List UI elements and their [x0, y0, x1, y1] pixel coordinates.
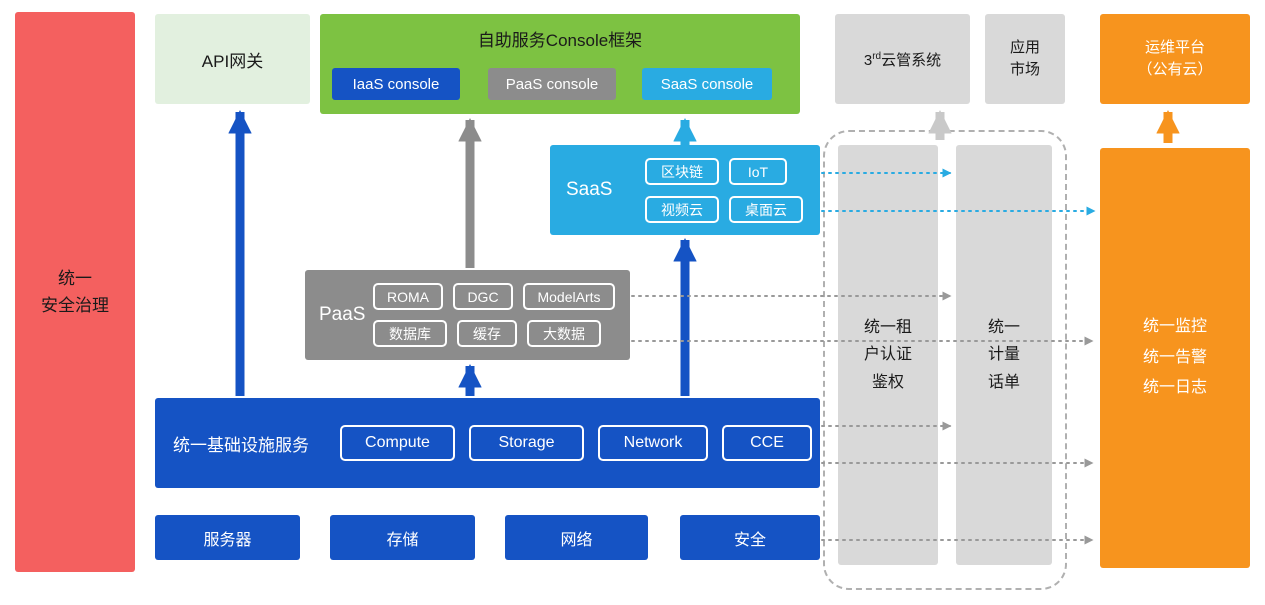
paas-item-roma: ROMA: [373, 283, 443, 310]
console-framework-title: 自助服务Console框架: [477, 31, 643, 50]
infra-item-cce: CCE: [722, 425, 812, 461]
metering-billing-bar: 统一 计量 话单: [956, 145, 1052, 565]
third-party-cms-box: 3rd云管系统: [835, 14, 970, 104]
saas-label: SaaS: [566, 179, 613, 200]
monitoring-label: 统一监控 统一告警 统一日志: [1142, 318, 1207, 397]
hardware-network-label: 网络: [560, 531, 593, 549]
app-market-box: 应用 市场: [985, 14, 1065, 104]
infra-item-network: Network: [598, 425, 708, 461]
paas-console-button[interactable]: PaaS console: [488, 68, 616, 100]
om-platform-label: 运维平台 （公有云）: [1137, 38, 1213, 79]
monitoring-bar: 统一监控 统一告警 统一日志: [1100, 148, 1250, 568]
infrastructure-label: 统一基础设施服务: [173, 435, 309, 455]
infrastructure-box: 统一基础设施服务 Compute Storage Network CCE: [155, 398, 820, 488]
saas-item-iot: IoT: [729, 158, 787, 185]
infra-item-compute: Compute: [340, 425, 455, 461]
hardware-box-network: 网络: [505, 515, 648, 560]
paas-item-cache: 缓存: [457, 320, 517, 347]
saas-console-label: SaaS console: [660, 75, 754, 93]
iaas-console-button[interactable]: IaaS console: [332, 68, 460, 100]
paas-item-dgc: DGC: [453, 283, 513, 310]
tenant-auth-bar: 统一租 户认证 鉴权: [838, 145, 938, 565]
metering-billing-label: 统一 计量 话单: [987, 319, 1020, 391]
hardware-server-label: 服务器: [203, 531, 252, 549]
infra-item-storage: Storage: [469, 425, 584, 461]
app-market-label: 应用 市场: [1009, 38, 1040, 79]
om-platform-box: 运维平台 （公有云）: [1100, 14, 1250, 104]
paas-item-bigdata: 大数据: [527, 320, 601, 347]
saas-item-blockchain: 区块链: [645, 158, 719, 185]
hardware-security-label: 安全: [733, 531, 766, 549]
iaas-console-label: IaaS console: [352, 75, 440, 93]
hardware-box-security: 安全: [680, 515, 820, 560]
paas-label: PaaS: [319, 304, 366, 325]
paas-box: PaaS ROMA DGC ModelArts 数据库 缓存 大数据: [305, 270, 630, 360]
hardware-box-server: 服务器: [155, 515, 300, 560]
saas-item-desktop-cloud: 桌面云: [729, 196, 803, 223]
saas-console-button[interactable]: SaaS console: [642, 68, 772, 100]
saas-item-video-cloud: 视频云: [645, 196, 719, 223]
saas-box: SaaS 区块链 IoT 视频云 桌面云: [550, 145, 820, 235]
paas-item-modelarts: ModelArts: [523, 283, 615, 310]
console-framework-box: 自助服务Console框架 IaaS console PaaS console …: [320, 14, 800, 114]
hardware-box-storage: 存储: [330, 515, 475, 560]
tenant-auth-label: 统一租 户认证 鉴权: [863, 319, 912, 391]
hardware-storage-label: 存储: [386, 531, 419, 549]
security-governance-label: 统一 安全治理: [41, 268, 109, 315]
api-gateway-label: API网关: [201, 51, 264, 71]
paas-console-label: PaaS console: [505, 75, 599, 93]
security-governance-bar: 统一 安全治理: [15, 12, 135, 572]
api-gateway-box: API网关: [155, 14, 310, 104]
third-party-cms-label: 3rd云管系统: [863, 50, 942, 69]
paas-item-database: 数据库: [373, 320, 447, 347]
